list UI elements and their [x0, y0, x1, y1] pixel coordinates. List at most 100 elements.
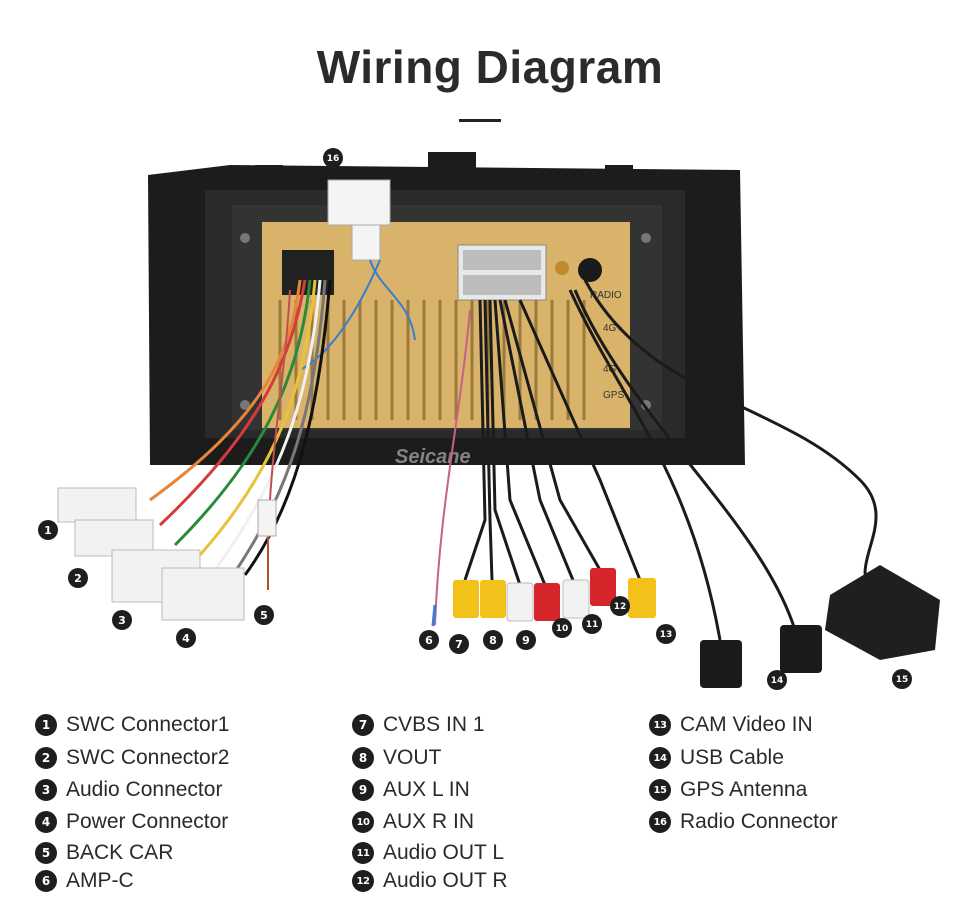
- power-connector: [161, 567, 245, 621]
- legend-item-swc-connector-2: 2 SWC Connector2: [35, 745, 229, 771]
- svg-text:9: 9: [522, 634, 530, 647]
- legend-label: SWC Connector2: [66, 746, 230, 769]
- legend-label: AUX R IN: [383, 810, 475, 833]
- callout-6: 6: [419, 630, 439, 650]
- legend-badge: 9: [352, 779, 374, 801]
- legend-item-usb-cable: 14 USB Cable: [649, 745, 784, 771]
- callout-13: 13: [656, 624, 676, 644]
- legend-label: AMP-C: [66, 869, 134, 892]
- brand-watermark: Seicane: [395, 446, 471, 468]
- rca-plug-cvbs-in-1: [453, 580, 479, 618]
- gps-port-label: GPS: [603, 390, 624, 401]
- legend-label: CAM Video IN: [680, 713, 813, 736]
- legend-item-cam-video-in: 13 CAM Video IN: [649, 712, 813, 738]
- fourg-plus-port-label: 4G+: [603, 323, 622, 334]
- legend-item-power-connector: 4 Power Connector: [35, 809, 228, 835]
- legend-badge: 10: [352, 811, 374, 833]
- usb-cable: [700, 625, 822, 688]
- legend-item-aux-r-in: 10 AUX R IN: [352, 809, 474, 835]
- legend-item-audio-out-r: 12 Audio OUT R: [352, 868, 508, 894]
- radio-port-label: RADIO: [590, 290, 622, 301]
- legend-badge: 6: [35, 870, 57, 892]
- legend-label: Audio OUT L: [383, 841, 505, 864]
- svg-text:6: 6: [425, 634, 433, 647]
- legend-label: Radio Connector: [680, 810, 838, 833]
- legend-item-cvbs-in-1: 7 CVBS IN 1: [352, 712, 485, 738]
- legend-item-gps-antenna: 15 GPS Antenna: [649, 777, 807, 803]
- usb-gps-cables: [568, 279, 878, 641]
- legend-item-vout: 8 VOUT: [352, 745, 441, 771]
- legend-label: VOUT: [383, 746, 442, 769]
- fourg-port-label: 4G: [603, 364, 617, 375]
- svg-text:10: 10: [556, 624, 569, 634]
- legend-label: Audio Connector: [66, 778, 223, 801]
- callout-14: 14: [767, 670, 787, 690]
- main-harness: [149, 279, 332, 590]
- legend-badge: 3: [35, 779, 57, 801]
- legend-badge: 14: [649, 747, 671, 769]
- svg-text:13: 13: [660, 630, 673, 640]
- legend-badge: 1: [35, 714, 57, 736]
- legend-label: CVBS IN 1: [383, 713, 485, 736]
- legend-badge: 2: [35, 747, 57, 769]
- callout-7: 7: [449, 634, 469, 654]
- svg-text:16: 16: [327, 154, 340, 164]
- wiring-illustration: RADIO 4G+ 4G GPS Seicane: [38, 148, 940, 690]
- legend-label: USB Cable: [680, 746, 784, 769]
- swc-connector-1: [57, 487, 137, 523]
- legend-item-radio-connector: 16 Radio Connector: [649, 809, 838, 835]
- rca-plug-vout: [480, 580, 506, 618]
- svg-text:3: 3: [118, 614, 126, 627]
- callout-15: 15: [892, 669, 912, 689]
- legend-item-amp-c: 6 AMP-C: [35, 868, 134, 894]
- legend-label: GPS Antenna: [680, 778, 808, 801]
- callout-9: 9: [516, 630, 536, 650]
- legend-badge: 4: [35, 811, 57, 833]
- svg-text:8: 8: [489, 634, 497, 647]
- legend-item-aux-l-in: 9 AUX L IN: [352, 777, 470, 803]
- legend-badge: 5: [35, 842, 57, 864]
- head-unit: RADIO 4G+ 4G GPS: [148, 152, 745, 465]
- back-car-wire-tag: [257, 499, 277, 537]
- svg-text:7: 7: [455, 638, 463, 651]
- callout-5: 5: [254, 605, 274, 625]
- title-underline: [459, 119, 501, 122]
- callout-4: 4: [176, 628, 196, 648]
- callout-10: 10: [552, 618, 572, 638]
- callout-3: 3: [112, 610, 132, 630]
- callout-2: 2: [68, 568, 88, 588]
- svg-text:11: 11: [586, 620, 599, 630]
- legend-label: AUX L IN: [383, 778, 470, 801]
- legend-badge: 16: [649, 811, 671, 833]
- svg-text:4: 4: [182, 632, 190, 645]
- callout-1: 1: [38, 520, 58, 540]
- svg-text:5: 5: [260, 609, 268, 622]
- page-title: Wiring Diagram: [316, 41, 664, 93]
- callout-11: 11: [582, 614, 602, 634]
- svg-text:2: 2: [74, 572, 82, 585]
- legend-item-audio-out-l: 11 Audio OUT L: [352, 840, 504, 866]
- legend-badge: 13: [649, 714, 671, 736]
- legend-item-back-car: 5 BACK CAR: [35, 840, 173, 866]
- rca-plug-audio-out-l: [562, 579, 590, 619]
- legend-label: Audio OUT R: [383, 869, 508, 892]
- rca-plug-cam-video-in: [628, 578, 656, 618]
- gps-antenna: [825, 565, 940, 660]
- legend-badge: 12: [352, 870, 374, 892]
- legend-label: BACK CAR: [66, 841, 174, 864]
- rca-plug-aux-l-in: [506, 582, 534, 622]
- legend-badge: 8: [352, 747, 374, 769]
- callout-8: 8: [483, 630, 503, 650]
- svg-text:15: 15: [896, 675, 909, 685]
- legend-label: SWC Connector1: [66, 713, 230, 736]
- callout-badges: 1 2 3 4 5 6 7 8 9 10 11 12 13 14 15 16: [38, 148, 912, 690]
- svg-text:1: 1: [44, 524, 52, 537]
- callout-12: 12: [610, 596, 630, 616]
- callout-16: 16: [323, 148, 343, 168]
- rca-plug-aux-r-in: [534, 583, 560, 621]
- rca-plug-audio-out-r: [590, 568, 616, 606]
- legend-label: Power Connector: [66, 810, 229, 833]
- svg-text:12: 12: [614, 602, 627, 612]
- amp-c-wire-tip: [431, 604, 437, 627]
- rca-leads: [434, 299, 642, 626]
